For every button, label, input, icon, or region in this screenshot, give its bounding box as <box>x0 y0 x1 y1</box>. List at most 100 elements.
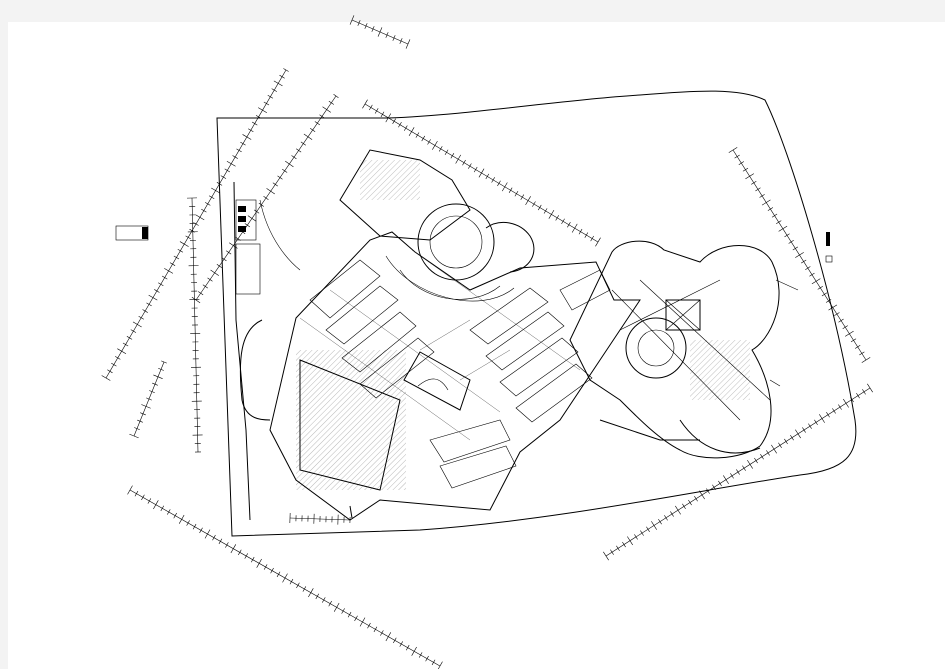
dimension-tick <box>578 228 583 235</box>
dimension-tick <box>706 488 710 494</box>
dimension-tick <box>571 223 578 233</box>
dimension-tick <box>289 578 294 585</box>
dimension-tick <box>809 272 815 277</box>
right-building <box>569 240 799 459</box>
dimension-tick <box>754 457 758 464</box>
dimension-tick <box>140 412 146 416</box>
dimension-tick <box>548 209 555 219</box>
dimension-tick <box>646 526 650 532</box>
dimension-tick <box>169 262 176 266</box>
dimension-tick <box>664 515 668 521</box>
dimension-tick <box>398 121 402 128</box>
dimension-tick <box>795 429 801 439</box>
dimension-tick <box>240 141 246 146</box>
dimension-tick <box>821 292 828 297</box>
dimension-tick <box>784 233 790 238</box>
dimension-tick <box>850 338 857 343</box>
dimension-tick <box>736 469 740 475</box>
dimension-tick <box>314 121 320 126</box>
dimension-tick <box>761 199 771 206</box>
dimension-tick <box>795 252 804 258</box>
dimension-tick <box>374 108 379 114</box>
dimension-tick <box>497 180 501 187</box>
central-plaza <box>360 160 535 302</box>
dimension-tick <box>675 505 681 515</box>
dimension-tick <box>825 299 832 303</box>
dimension-tick <box>788 240 794 244</box>
dimension-tick <box>595 237 601 247</box>
dimension-tick <box>154 289 160 293</box>
dimension-tick <box>204 202 211 206</box>
dimension-tick <box>211 187 221 194</box>
dimension-tick <box>462 159 466 166</box>
left-road <box>115 181 301 521</box>
dimension-tick <box>300 141 306 146</box>
dimension-tick <box>532 201 536 207</box>
dimension-tick <box>399 38 403 44</box>
dimension-tick <box>728 147 738 153</box>
dimension-tick <box>152 382 158 386</box>
dimension-tick <box>127 485 133 495</box>
dimension-tick <box>843 398 849 408</box>
dimension-tick <box>236 148 242 153</box>
dimension-tick <box>132 321 142 328</box>
dimension-tick <box>279 74 285 79</box>
dimension-tick <box>192 523 197 530</box>
dimension-tick <box>267 95 274 99</box>
dimension-tick <box>114 356 121 360</box>
dimension-tick <box>838 404 842 410</box>
dimension-tick <box>266 188 275 195</box>
dimension-tick <box>160 505 165 512</box>
dimension-tick <box>670 511 674 517</box>
dimension-tick <box>800 259 807 264</box>
dimension-tick <box>147 498 152 504</box>
dimension-tick <box>854 345 861 349</box>
dimension-tick <box>221 257 227 262</box>
dimension-tick <box>561 218 565 225</box>
dimension-tick <box>276 571 281 578</box>
dimension-tick <box>226 250 232 255</box>
dimension-tick <box>438 146 443 152</box>
dimension-tick <box>723 475 729 485</box>
dimension-tick <box>405 644 410 651</box>
dimension-tick <box>258 107 267 113</box>
dimension-tick <box>347 611 352 618</box>
dimension-tick <box>427 139 431 145</box>
dimension-tick <box>164 268 174 274</box>
dimension-tick <box>273 80 283 87</box>
dimension-tick <box>232 155 238 159</box>
dimension-tick <box>146 302 152 307</box>
dimension-tick <box>431 659 436 666</box>
dimension-tick <box>138 315 144 320</box>
dimension-tick <box>491 177 495 183</box>
dimension-tick <box>302 586 307 592</box>
dimension-tick <box>616 545 620 552</box>
dimension-tick <box>682 503 686 510</box>
dimension-tick <box>640 530 644 536</box>
dimension-tick <box>224 168 231 173</box>
dimension-tick <box>179 241 189 247</box>
dimension-tick <box>627 536 633 546</box>
dimension-tick <box>272 182 278 187</box>
dimension-tick <box>520 194 525 200</box>
dimension-tick <box>405 39 411 49</box>
dimension-tick <box>734 154 740 159</box>
dimension-tick <box>296 148 302 153</box>
dimension-tick <box>310 128 316 132</box>
dimension-tick <box>411 646 417 656</box>
dimension-tick <box>333 602 340 612</box>
dimension-tick <box>198 291 204 296</box>
dimension-tick <box>537 204 542 211</box>
dimension-tick <box>247 215 257 222</box>
dimension-tick <box>142 309 148 313</box>
dimension-tick <box>333 94 339 98</box>
dimension-tick <box>393 637 397 644</box>
dimension-tick <box>751 180 757 185</box>
dimension-tick <box>367 622 371 629</box>
dimension-tick <box>790 434 794 441</box>
dimension-tick <box>201 208 207 213</box>
dimension-tick <box>832 408 836 414</box>
dimension-tick <box>130 329 137 333</box>
dimension-tick <box>778 225 788 232</box>
dimension-tick <box>354 615 358 622</box>
